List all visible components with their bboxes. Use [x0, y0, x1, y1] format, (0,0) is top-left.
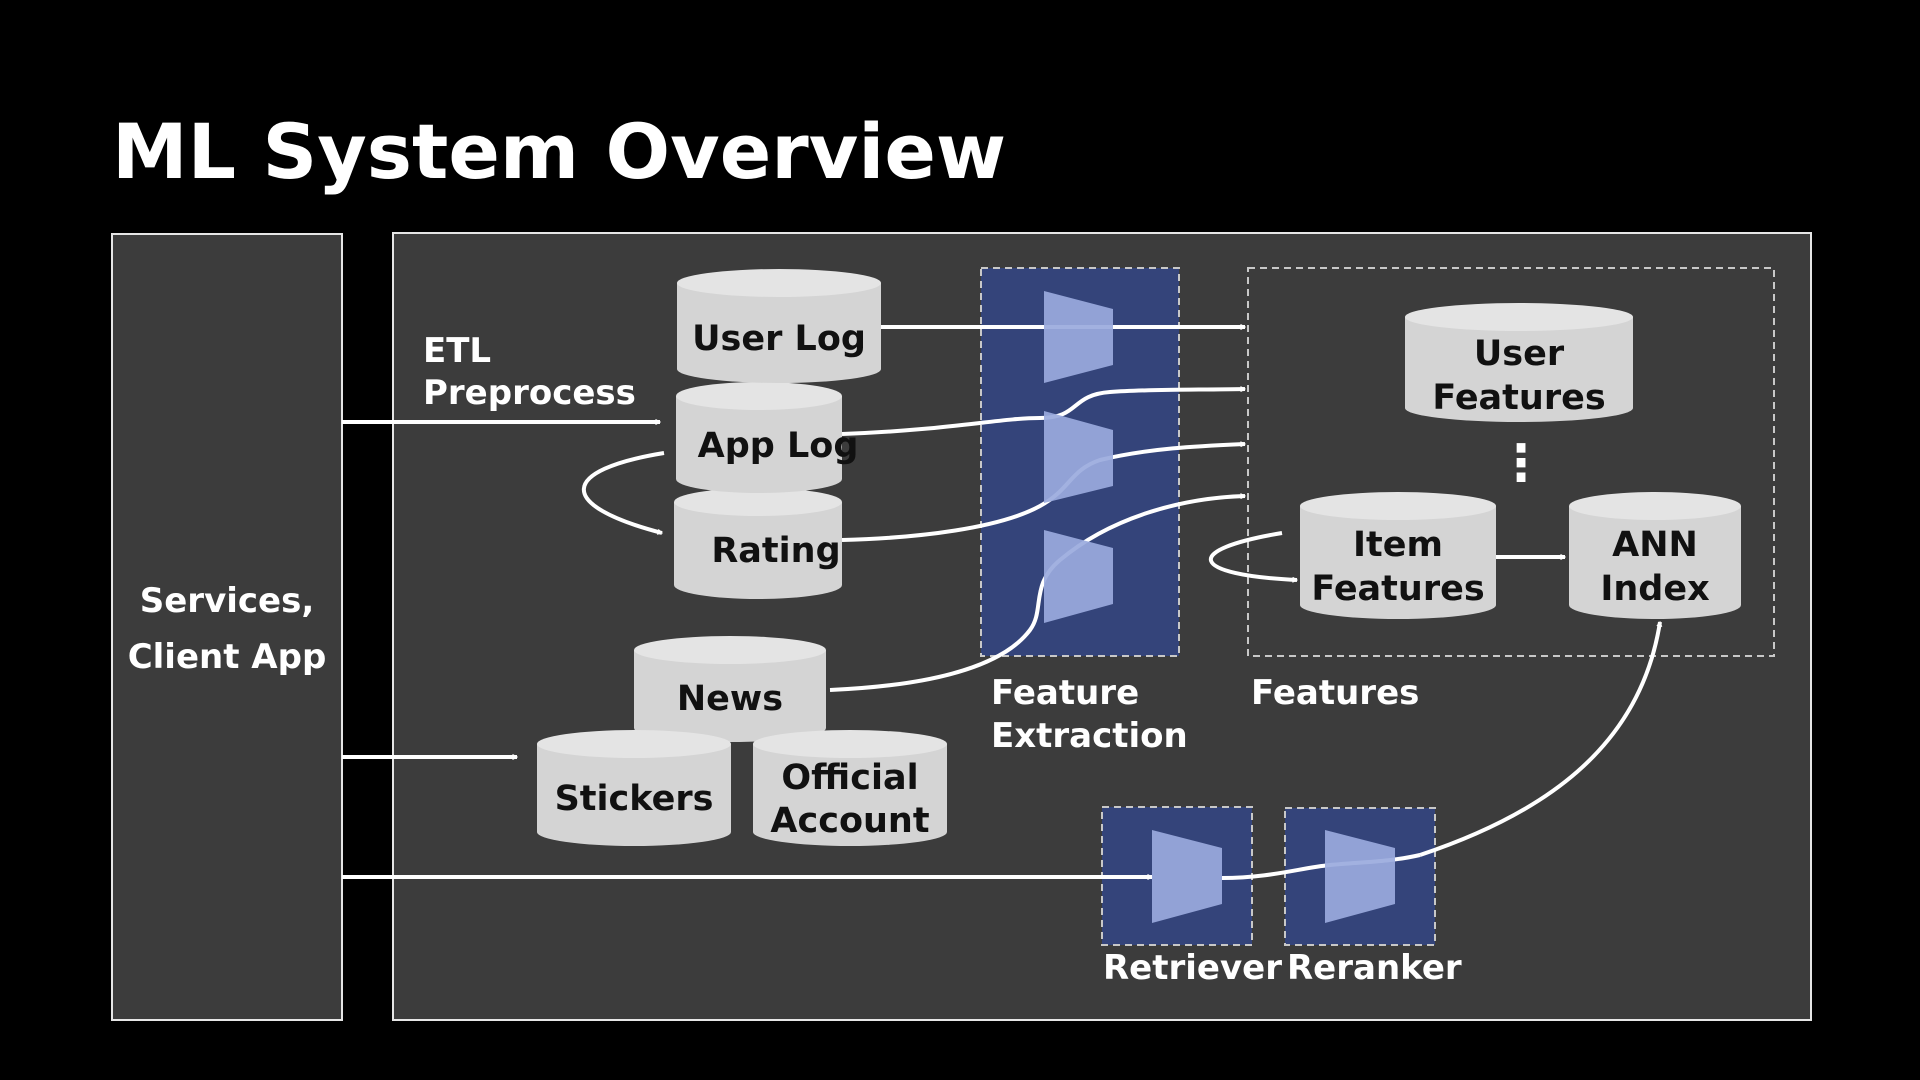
rating-db: Rating: [674, 488, 842, 599]
rating-label: Rating: [711, 531, 840, 571]
ann-index-label-line2: Index: [1600, 569, 1710, 609]
more-features-ellipsis: ⋮: [1496, 434, 1546, 492]
features-to-item-arrow: [1209, 531, 1297, 580]
app-log-flow: [841, 389, 1245, 436]
etl-label-line1: ETL: [423, 331, 491, 371]
model-user-extractor-icon: [1044, 291, 1113, 383]
user-features-label-line2: Features: [1432, 378, 1605, 418]
item-features-db: Item Features: [1300, 492, 1496, 619]
official-label-line1: Official: [781, 758, 918, 798]
user-features-label-line1: User: [1474, 334, 1565, 374]
official-account-db: Official Account: [753, 730, 947, 846]
reranker-to-ann-arrow: [1419, 622, 1660, 857]
feature-extraction-label-line1: Feature: [991, 673, 1139, 713]
news-db: News: [634, 636, 826, 742]
news-label: News: [677, 679, 783, 719]
item-features-label-line1: Item: [1353, 525, 1443, 565]
model-content-extractor-icon: [1044, 530, 1113, 623]
app-log-to-rating-arrow: [581, 451, 665, 535]
news-flow: [829, 496, 1245, 692]
app-log-label: App Log: [698, 426, 859, 466]
retriever-label: Retriever: [1103, 948, 1282, 988]
services-label-line1: Services,: [140, 581, 315, 621]
services-panel: [111, 233, 343, 1021]
features-label: Features: [1251, 673, 1419, 713]
user-log-db: User Log: [677, 269, 881, 383]
etl-label-line2: Preprocess: [423, 373, 636, 413]
page-title: ML System Overview: [112, 107, 1006, 196]
services-label-line2: Client App: [128, 637, 327, 677]
features-box: [1247, 267, 1775, 657]
user-log-label: User Log: [692, 319, 866, 359]
item-features-label-line2: Features: [1311, 569, 1484, 609]
app-log-db: App Log: [676, 382, 858, 493]
official-label-line2: Account: [770, 801, 929, 841]
ann-index-label-line1: ANN: [1612, 525, 1698, 565]
stickers-label: Stickers: [555, 779, 714, 819]
user-features-db: User Features: [1405, 303, 1633, 422]
ann-index-db: ANN Index: [1569, 492, 1741, 619]
reranker-label: Reranker: [1287, 948, 1462, 988]
retriever-model-icon: [1152, 830, 1222, 923]
reranker-model-icon: [1325, 830, 1395, 923]
stickers-db: Stickers: [537, 730, 731, 846]
feature-extraction-label-line2: Extraction: [991, 716, 1188, 756]
model-log-extractor-icon: [1044, 411, 1113, 503]
